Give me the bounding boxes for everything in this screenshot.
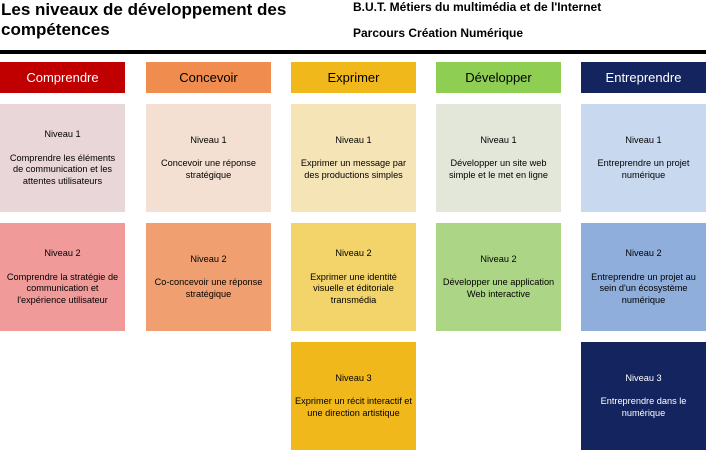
track-subtitle: Parcours Création Numérique <box>353 26 524 40</box>
column-header-entreprendre: Entreprendre <box>581 62 706 93</box>
level-description: Développer un site web simple et le met … <box>448 158 549 180</box>
page-title: Les niveaux de développement des compéte… <box>1 0 287 39</box>
developper-level-1: Niveau 1 Développer un site web simple e… <box>436 104 561 212</box>
level-description: Entreprendre un projet au sein d'un écos… <box>591 271 696 305</box>
level-label: Niveau 2 <box>190 253 227 264</box>
level-description: Comprendre les éléments de communication… <box>9 152 116 186</box>
level-label: Niveau 1 <box>625 134 662 145</box>
level-description: Concevoir une réponse stratégique <box>161 158 256 180</box>
comprendre-level-2: Niveau 2 Comprendre la stratégie de comm… <box>0 223 125 331</box>
program-subtitle: B.U.T. Métiers du multimédia et de l'Int… <box>353 0 602 14</box>
level-description: Exprimer un message par des productions … <box>300 158 407 180</box>
entreprendre-level-3: Niveau 3 Entreprendre dans le numérique <box>581 342 706 450</box>
level-label: Niveau 2 <box>480 253 517 264</box>
exprimer-level-3: Niveau 3 Exprimer un récit interactif et… <box>291 342 416 450</box>
level-description: Développer une application Web interacti… <box>442 277 555 299</box>
exprimer-level-1: Niveau 1 Exprimer un message par des pro… <box>291 104 416 212</box>
level-label: Niveau 1 <box>190 134 227 145</box>
concevoir-level-1: Niveau 1 Concevoir une réponse stratégiq… <box>146 104 271 212</box>
level-description: Exprimer un récit interactif et une dire… <box>295 396 412 418</box>
column-header-exprimer: Exprimer <box>291 62 416 93</box>
level-label: Niveau 1 <box>480 134 517 145</box>
level-label: Niveau 2 <box>44 248 81 258</box>
exprimer-level-2: Niveau 2 Exprimer une identité visuelle … <box>291 223 416 331</box>
level-description: Entreprendre un projet numérique <box>597 158 690 180</box>
comprendre-level-1: Niveau 1 Comprendre les éléments de comm… <box>0 104 125 212</box>
level-label: Niveau 1 <box>44 129 81 139</box>
entreprendre-level-2: Niveau 2 Entreprendre un projet au sein … <box>581 223 706 331</box>
level-label: Niveau 3 <box>335 372 372 383</box>
level-description: Co-concevoir une réponse stratégique <box>154 277 263 299</box>
column-header-comprendre: Comprendre <box>0 62 125 93</box>
column-header-developper: Développer <box>436 62 561 93</box>
entreprendre-level-1: Niveau 1 Entreprendre un projet numériqu… <box>581 104 706 212</box>
level-label: Niveau 1 <box>335 134 372 145</box>
level-label: Niveau 3 <box>625 372 662 383</box>
column-header-concevoir: Concevoir <box>146 62 271 93</box>
concevoir-level-2: Niveau 2 Co-concevoir une réponse straté… <box>146 223 271 331</box>
header-divider <box>0 50 706 54</box>
level-description: Exprimer une identité visuelle et éditor… <box>310 271 397 305</box>
level-description: Entreprendre dans le numérique <box>600 396 687 418</box>
level-description: Comprendre la stratégie de communication… <box>6 271 119 305</box>
developper-level-2: Niveau 2 Développer une application Web … <box>436 223 561 331</box>
level-label: Niveau 2 <box>625 248 662 258</box>
level-label: Niveau 2 <box>335 248 372 258</box>
